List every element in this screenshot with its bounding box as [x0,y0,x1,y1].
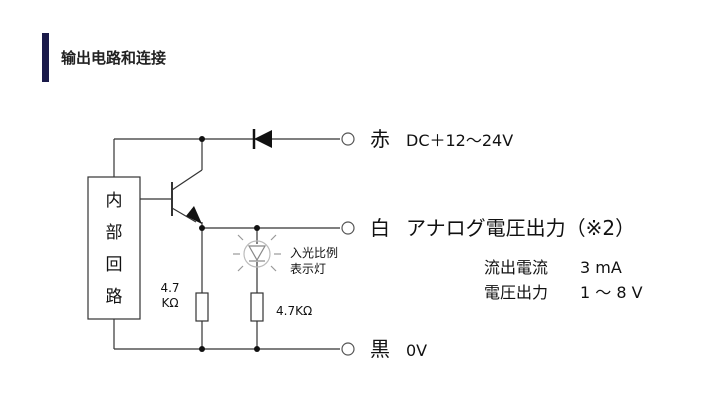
led-rays [233,234,281,272]
led-triangle [247,245,267,262]
terminal-red-circle [341,132,355,146]
section-accent-bar [42,33,49,82]
terminal-white-spec: アナログ電圧出力（※2） [406,216,635,240]
spec-current-label: 流出電流 [484,258,548,277]
box-char-2: 部 [106,223,123,243]
box-char-4: 路 [106,287,123,307]
spec-voltage-label: 電圧出力 [484,283,548,302]
resistor-left-value: 4.7 [160,281,179,295]
indicator-label-1: 入光比例 [290,246,338,260]
terminal-black-color: 黒 [370,337,390,361]
section-title: 输出电路和连接 [61,49,167,67]
box-char-3: 回 [106,255,123,275]
box-char-1: 内 [106,191,123,211]
transistor-collector [171,169,203,191]
terminal-black-spec: 0V [406,341,427,360]
resistor-right [250,292,264,322]
resistor-right-label: 4.7KΩ [276,304,312,318]
resistor-left-unit: KΩ [161,296,178,310]
spec-voltage-value: 1 〜 8 V [580,283,643,302]
led-glow-ring [243,240,271,268]
indicator-label-2: 表示灯 [290,262,326,276]
diode-triangle [254,130,272,148]
transistor-emitter [171,207,197,223]
section-header: 输出电路和连接 [42,33,166,82]
terminal-red-spec: DC＋12〜24V [406,131,513,150]
terminal-white-color: 白 [370,216,390,240]
spec-current-value: 3 mA [580,258,622,277]
emitter-arrow [186,206,202,224]
terminal-black-circle [341,342,355,356]
terminal-white-circle [341,221,355,235]
junction-dots [199,136,260,352]
resistor-left [195,292,209,322]
terminal-red-color: 赤 [370,127,390,151]
